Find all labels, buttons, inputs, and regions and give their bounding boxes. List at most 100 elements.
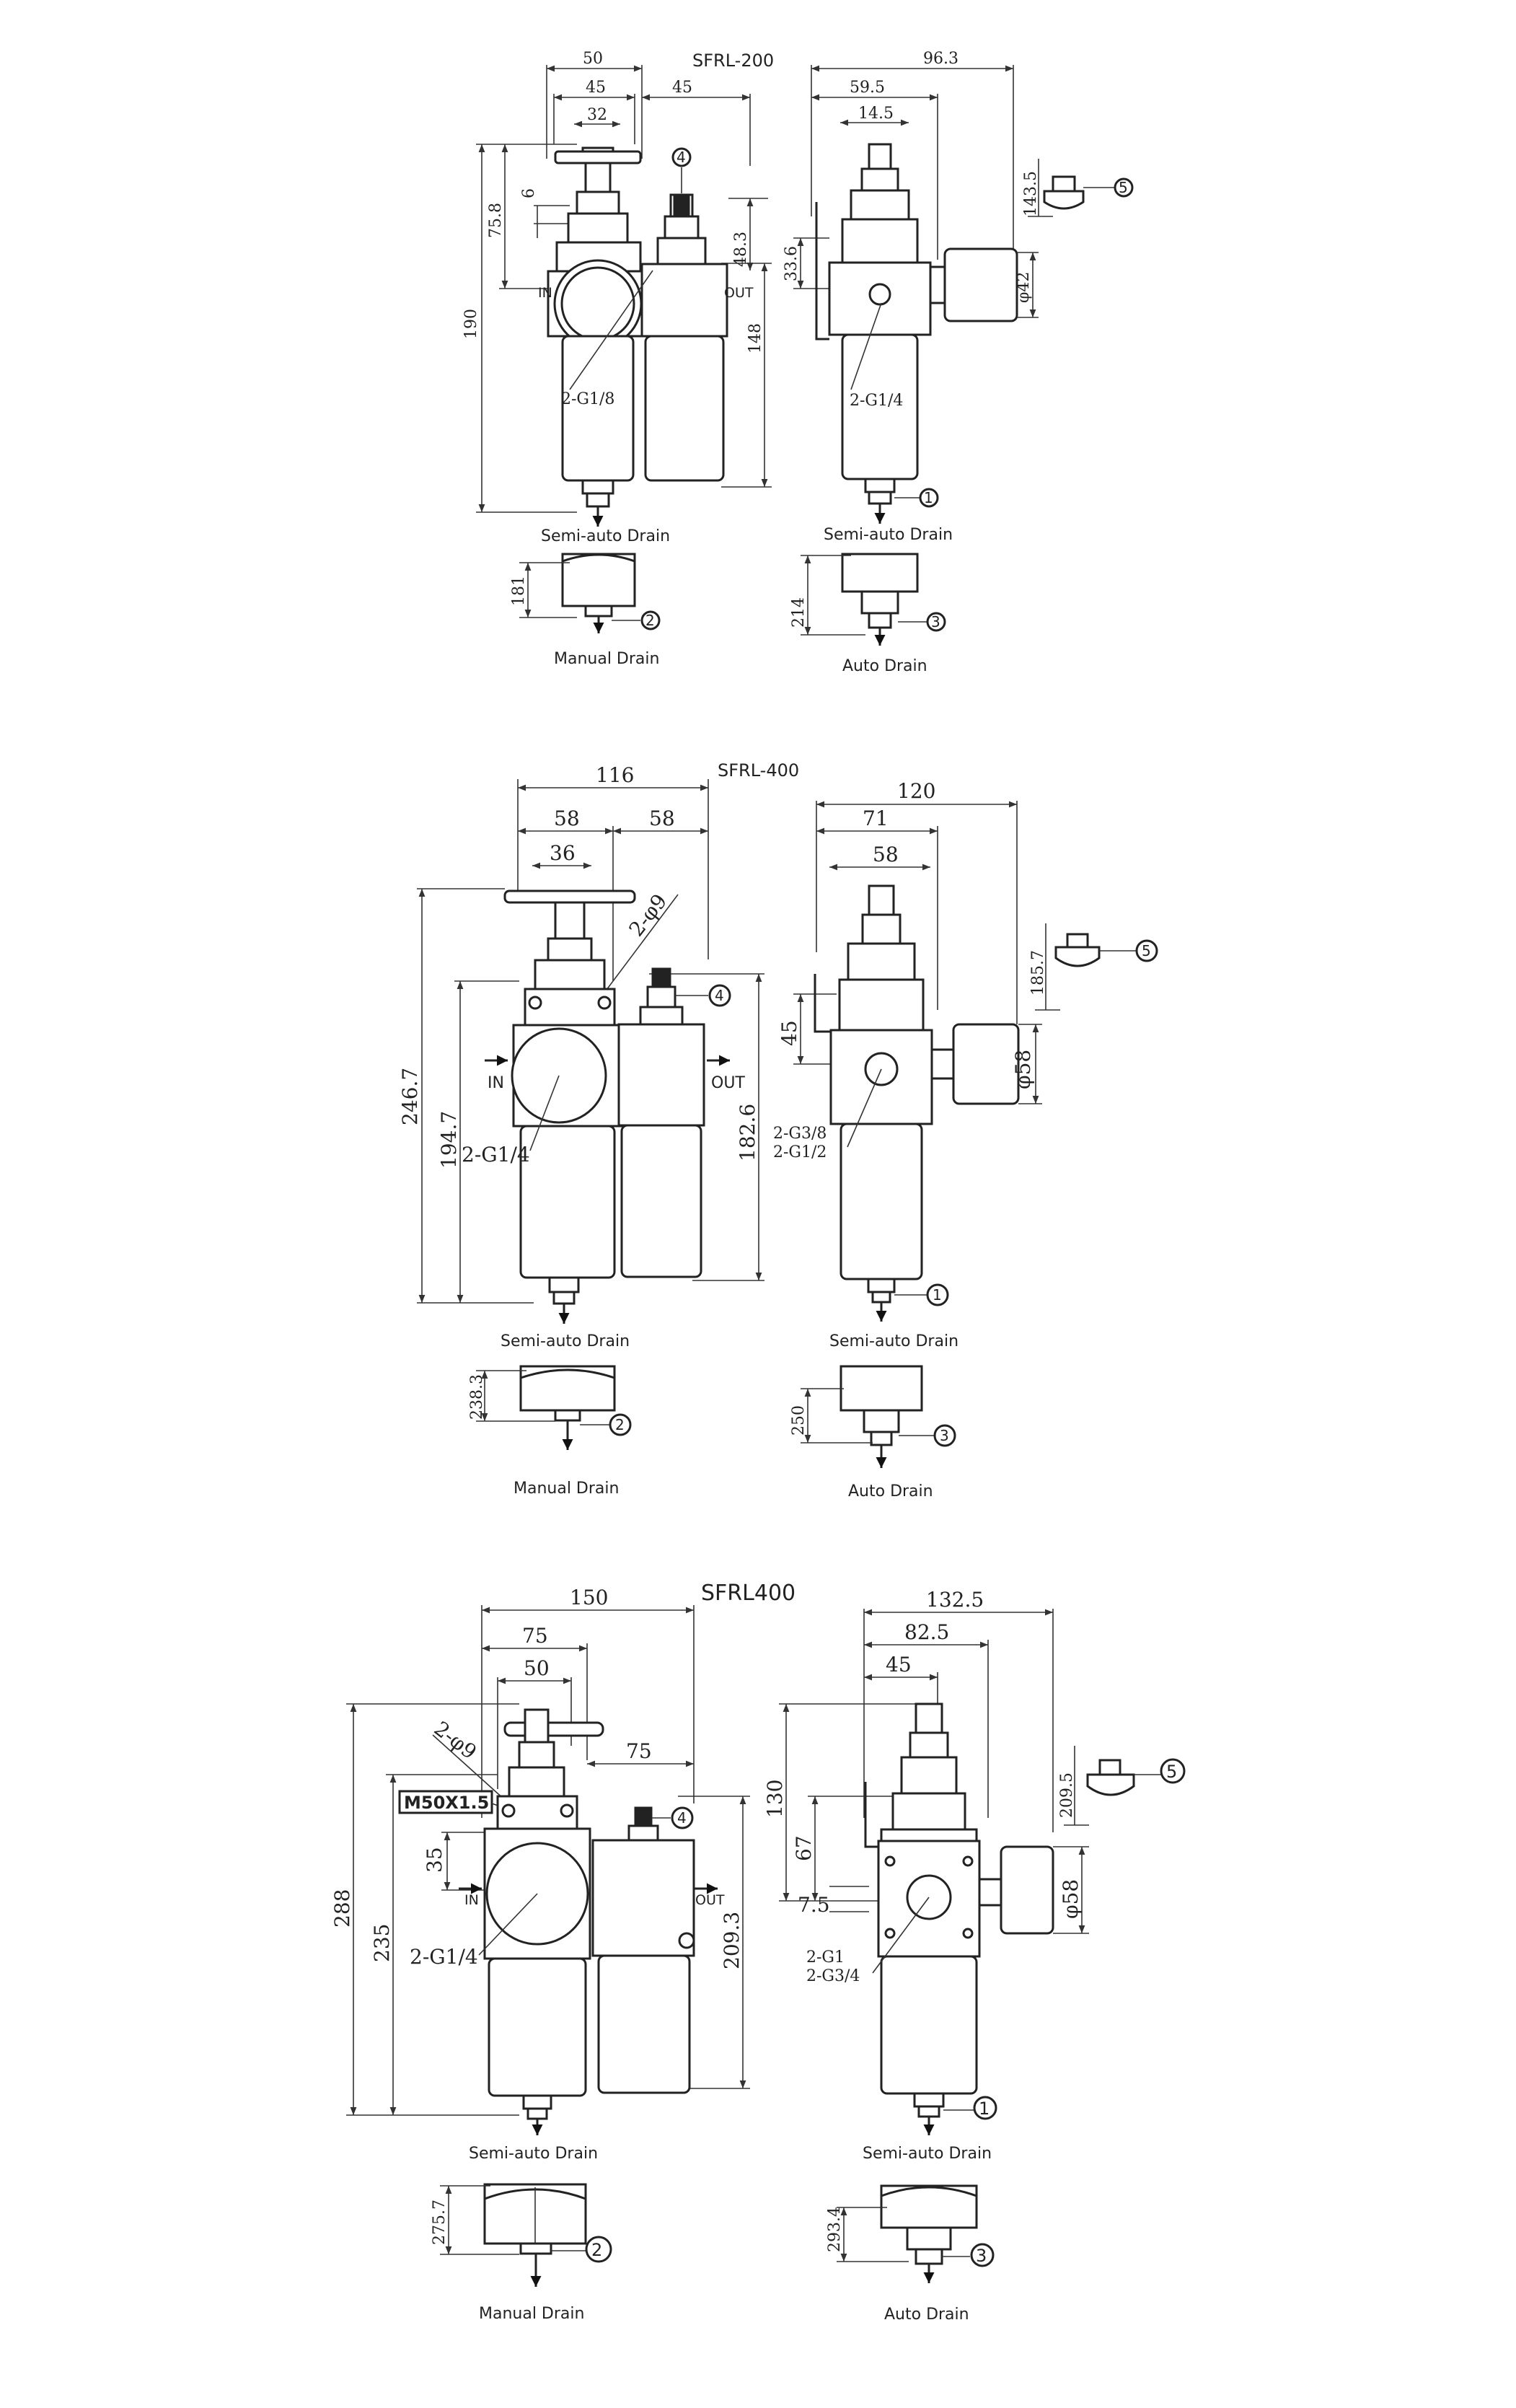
port-label: 2-G3/8 [773, 1125, 827, 1143]
callout-marker [973, 2096, 997, 2120]
dim-label: 246.7 [398, 1068, 422, 1125]
side-unit-body: φ58 [814, 884, 1042, 1322]
auto-drain-detail: 293.4 3 Auto Drain [826, 2184, 995, 2324]
dim-label: 32 [587, 106, 607, 124]
drain-caption: Semi-auto Drain [541, 527, 670, 545]
lubricator-bowl [644, 335, 725, 482]
side-unit-body: φ58 [864, 1702, 1089, 2135]
port-label: 2-G3/4 [806, 1967, 860, 1985]
drain-caption: Manual Drain [479, 2305, 584, 2323]
front-view: 116 58 58 36 246.7 194.7 182.6 2-φ9 [398, 763, 764, 1498]
pressure-gauge [943, 247, 1018, 322]
dim-label: 75 [626, 1739, 652, 1763]
dim-label: 45 [886, 1653, 912, 1677]
dim-label: 190 [462, 309, 480, 339]
dim-label: 50 [524, 1656, 550, 1680]
in-label: IN [488, 1074, 504, 1092]
out-label: OUT [711, 1074, 745, 1092]
thread-label: M50X1.5 [404, 1793, 489, 1813]
drain-caption: Auto Drain [848, 1482, 933, 1500]
dim-label: 143.5 [1022, 171, 1040, 216]
callout-marker [609, 1413, 632, 1436]
dim-label: 59.5 [850, 79, 885, 97]
callout-marker [1160, 1758, 1186, 1784]
side-bowl [839, 1122, 923, 1280]
dim-label: 214 [790, 597, 808, 628]
dim-label: 209.3 [720, 1912, 744, 1969]
callout-marker [671, 1806, 694, 1829]
dim-label: 194.7 [437, 1111, 461, 1169]
filter-regulator-unit [503, 889, 636, 1324]
body-block [829, 1029, 933, 1125]
callout-number: 5 [1119, 179, 1128, 196]
dim-label: 148 [746, 323, 764, 353]
callout-marker [640, 610, 661, 630]
pressure-gauge [952, 1023, 1020, 1105]
dim-label: 238.3 [468, 1374, 486, 1420]
section-sfrl-400: SFRL-400 116 58 58 36 246.7 194.7 182.6 … [398, 760, 1158, 1500]
side-unit-body: φ42 [815, 143, 1039, 524]
filter-bowl [488, 1957, 587, 2097]
dim-label: 185.7 [1029, 950, 1047, 996]
drain-caption: Semi-auto Drain [829, 1332, 958, 1350]
dim-label: φ58 [1059, 1879, 1083, 1919]
dim-label: 120 [897, 779, 935, 803]
section-sfrl400: SFRL400 150 75 50 75 288 235 35 20 [330, 1581, 1186, 2324]
dim-label: 45 [586, 79, 606, 97]
dim-label: 116 [596, 763, 634, 787]
section-title: SFRL-200 [692, 50, 774, 71]
dim-label: 82.5 [904, 1620, 949, 1644]
out-label: OUT [695, 1892, 725, 1908]
auto-drain-detail: 214 3 Auto Drain [790, 553, 946, 675]
dim-label: 150 [570, 1586, 608, 1609]
dim-label: 250 [790, 1405, 808, 1436]
callout-marker [708, 984, 731, 1007]
t-handle [503, 889, 636, 904]
in-label: IN [538, 285, 552, 301]
lubricator-unit [617, 967, 705, 1278]
drain-caption: Auto Drain [842, 657, 927, 675]
manual-drain-detail: 275.7 2 Manual Drain [431, 2183, 612, 2323]
manual-drain-detail: 238.3 2 Manual Drain [468, 1365, 632, 1498]
side-view: 96.3 59.5 14.5 33.6 143.5 5 [783, 50, 1134, 675]
dim-label: 235 [370, 1924, 394, 1962]
dim-label: 288 [330, 1889, 354, 1928]
lubricator-bowl [620, 1124, 702, 1278]
gauge-cap-detail: 5 [1054, 933, 1158, 967]
filter-bowl [561, 335, 635, 482]
dim-label: 45 [777, 1020, 801, 1046]
pressure-gauge [1000, 1845, 1054, 1935]
t-handle [503, 1721, 604, 1737]
thread-label-box [398, 1790, 493, 1814]
callout-number: 5 [1142, 942, 1151, 959]
side-view: 120 71 58 45 185.7 5 [773, 779, 1158, 1500]
port-label: 2-G1/8 [561, 390, 614, 408]
callout-number: 4 [715, 987, 724, 1004]
dim-label: 45 [672, 79, 692, 97]
section-title: SFRL400 [701, 1581, 796, 1606]
in-label: IN [464, 1892, 479, 1908]
callout-number: 2 [645, 612, 655, 629]
lubricator-unit [591, 1806, 695, 2094]
front-view: 150 75 50 75 288 235 35 209.3 2-φ9 [330, 1586, 750, 2323]
holes-label: 2-φ9 [430, 1717, 481, 1765]
oil-cap [634, 1806, 653, 1827]
callout-marker [933, 1424, 956, 1447]
drain-caption: Manual Drain [554, 650, 659, 668]
dim-label: 7.5 [798, 1893, 830, 1917]
dim-label: 75.8 [487, 203, 505, 238]
section-sfrl-200: SFRL-200 50 45 45 32 190 75.8 6 [462, 50, 1134, 675]
dim-label: 209.5 [1058, 1772, 1076, 1818]
manual-drain-detail: 181 2 Manual Drain [510, 553, 661, 668]
body-block [828, 261, 932, 336]
callout-marker [919, 488, 939, 508]
dim-label: φ58 [1011, 1050, 1035, 1089]
drain-caption: Semi-auto Drain [501, 1332, 630, 1350]
dim-label: 181 [510, 576, 528, 606]
callout-number: 2 [615, 1416, 625, 1433]
side-bowl [880, 1955, 978, 2095]
dim-label: 35 [423, 1847, 446, 1873]
dim-label: 58 [554, 807, 580, 830]
dim-label: 33.6 [783, 246, 801, 281]
drain-caption: Semi-auto Drain [824, 526, 953, 544]
